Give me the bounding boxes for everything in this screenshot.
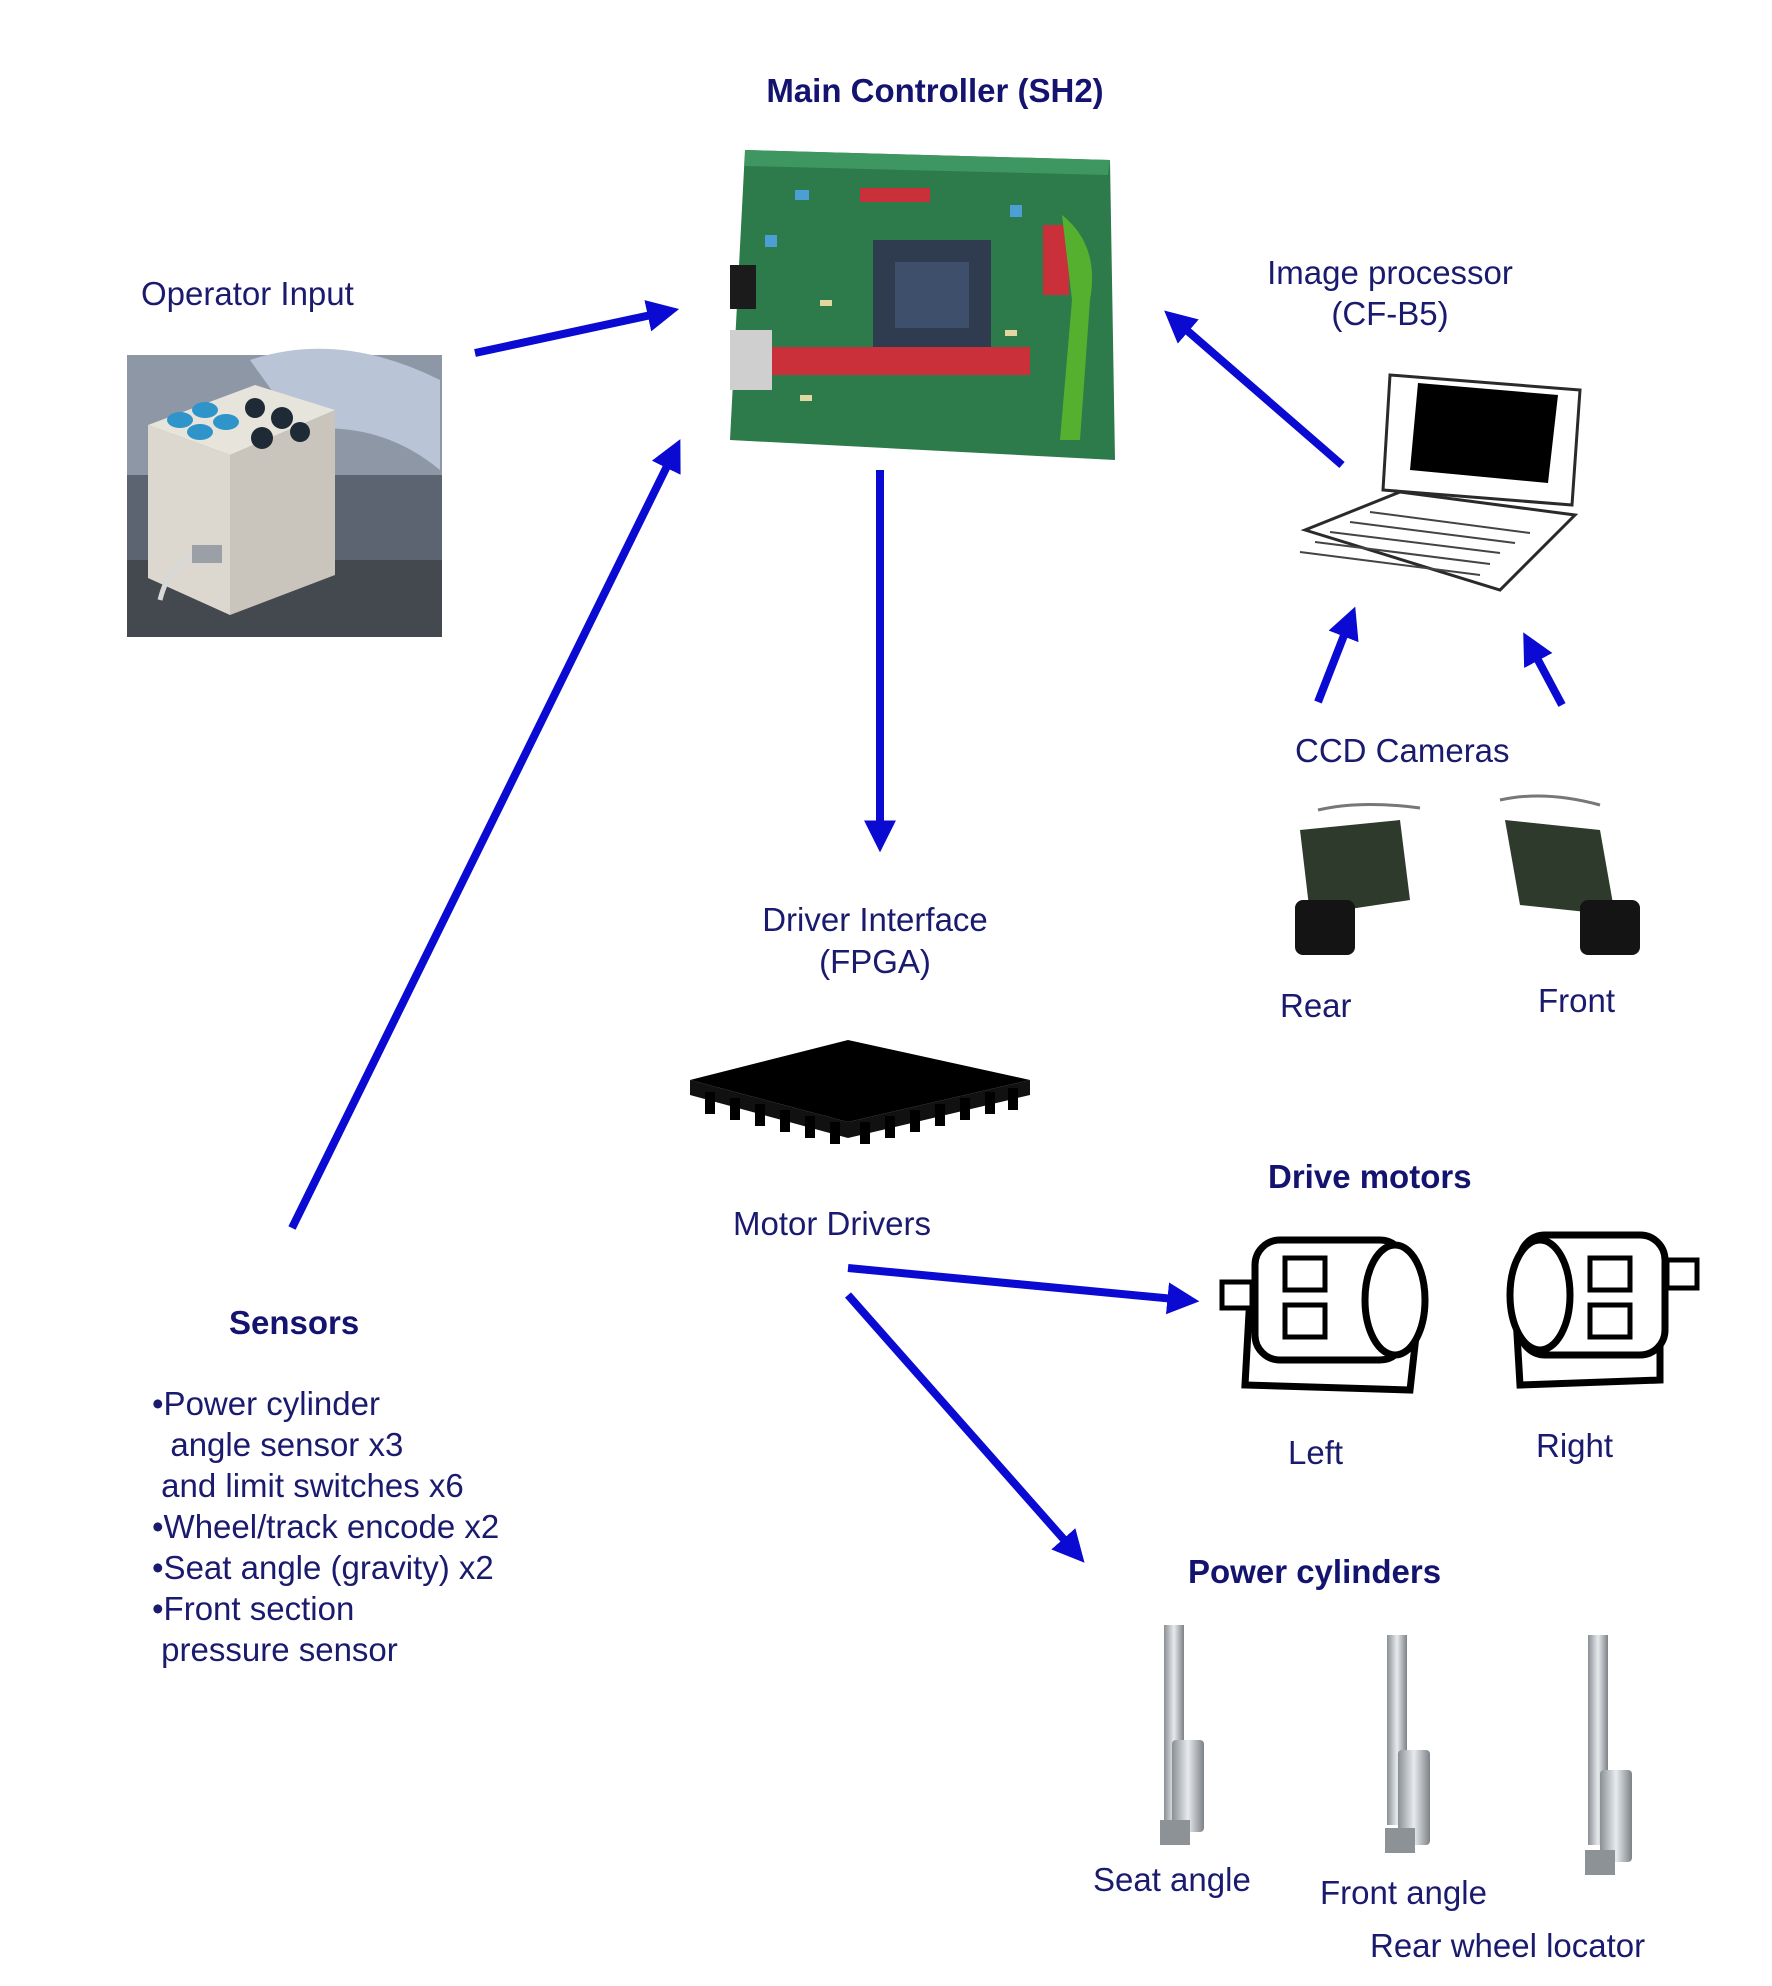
- camera-rear-image: [1295, 802, 1421, 955]
- camera-front-label: Front: [1538, 982, 1616, 1019]
- fpga-chip-image: [690, 1040, 1030, 1144]
- ccd-cameras-label: CCD Cameras: [1295, 732, 1510, 769]
- arrow-drivers-to-cylinders: [845, 1292, 1085, 1563]
- drive-motors-label: Drive motors: [1268, 1158, 1472, 1195]
- main-controller-board-image: [730, 150, 1115, 460]
- operator-input-label: Operator Input: [141, 275, 354, 312]
- sensor-list-item: pressure sensor: [152, 1631, 398, 1668]
- arrow-drivers-to-motors: [847, 1264, 1200, 1315]
- arrow-rear-camera-to-processor: [1314, 606, 1359, 704]
- cyl-rear-wheel-label: Rear wheel locator: [1370, 1927, 1646, 1964]
- cyl-front-angle-label: Front angle: [1320, 1874, 1487, 1911]
- main-controller-label: Main Controller (SH2): [766, 72, 1104, 109]
- sensor-list-item: and limit switches x6: [152, 1467, 464, 1504]
- sensor-list: •Power cylinder angle sensor x3 and limi…: [152, 1383, 499, 1670]
- camera-front-image: [1499, 794, 1640, 955]
- motor-right-image: [1506, 1231, 1700, 1389]
- sensor-list-item: angle sensor x3: [152, 1426, 404, 1463]
- cyl-seat-angle-label: Seat angle: [1093, 1861, 1251, 1898]
- sensor-list-item: •Front section: [152, 1590, 355, 1627]
- sensor-list-item: •Wheel/track encode x2: [152, 1508, 500, 1545]
- sensors-label: Sensors: [229, 1304, 360, 1341]
- arrow-front-camera-to-processor: [1523, 632, 1566, 707]
- cylinder-front-angle-image: [1385, 1635, 1430, 1853]
- sensor-list-item: •Power cylinder: [152, 1385, 380, 1422]
- arrow-operator-to-controller: [474, 300, 680, 357]
- image-processor-label: Image processor: [1267, 254, 1513, 291]
- motor-drivers-label: Motor Drivers: [733, 1205, 932, 1242]
- driver-interface-label: Driver Interface: [762, 901, 988, 938]
- laptop-image: [1299, 373, 1582, 592]
- image-processor-model-label: (CF-B5): [1331, 295, 1449, 332]
- cylinder-seat-angle-image: [1160, 1625, 1204, 1845]
- arrow-processor-to-controller: [1164, 310, 1345, 469]
- power-cylinders-label: Power cylinders: [1188, 1553, 1442, 1590]
- motor-left-label: Left: [1288, 1434, 1344, 1471]
- cylinder-rear-wheel-image: [1585, 1635, 1632, 1875]
- camera-rear-label: Rear: [1280, 987, 1352, 1024]
- sensor-list-item: •Seat angle (gravity) x2: [152, 1549, 494, 1586]
- operator-input-image: [127, 348, 442, 637]
- arrow-sensors-to-controller: [288, 439, 681, 1230]
- motor-left-image: [1219, 1236, 1429, 1394]
- driver-interface-model-label: (FPGA): [819, 943, 931, 980]
- motor-right-label: Right: [1536, 1427, 1614, 1464]
